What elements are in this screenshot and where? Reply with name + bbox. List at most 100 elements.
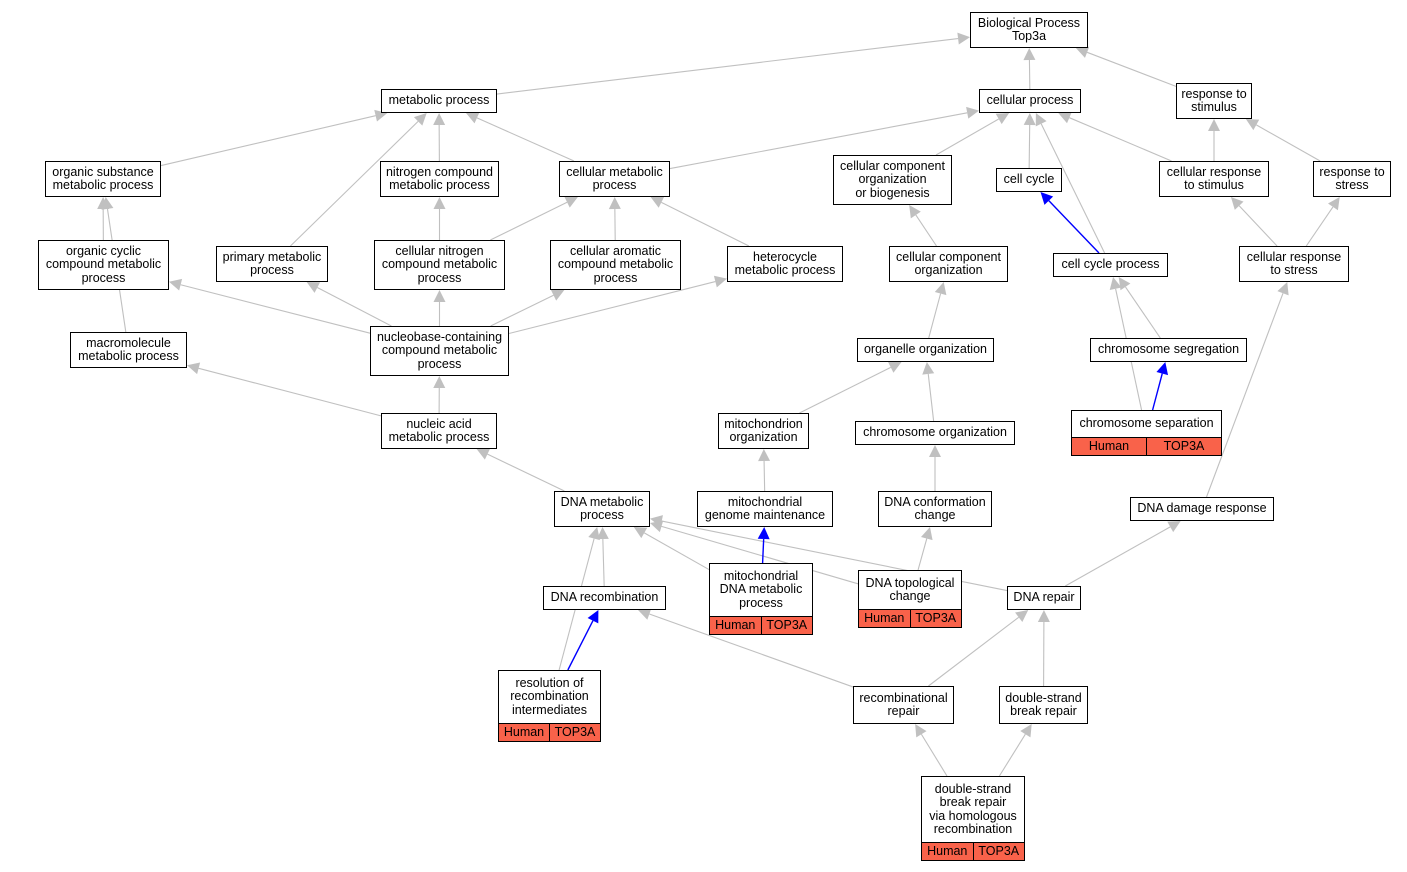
node-ddr[interactable]: DNA damage response [1130,497,1274,521]
edge-line [160,115,376,167]
edge-line [180,284,371,334]
edge-arrowhead [633,527,648,539]
edge-line [1040,123,1106,254]
edge-nbcmp-to-pmp [306,282,392,327]
edge-arrowhead [564,196,578,208]
node-cp[interactable]: cellular process [979,89,1081,113]
edge-line [1069,117,1172,162]
node-label-line: cellular component [896,249,1001,264]
edge-line [669,112,968,170]
node-label-line: DNA conformation [884,494,986,509]
edge-arrowhead [433,290,446,302]
edge-line [661,525,859,585]
node-label-line: break repair [1010,704,1077,718]
annotation-species: Human [710,617,761,634]
node-label-line: recombination [510,689,589,704]
edge-arrowhead [169,278,183,291]
node-co[interactable]: chromosome organization [855,421,1015,445]
node-cc[interactable]: cell cycle [996,168,1062,192]
edge-dsbrhr-to-dsbr [998,724,1032,777]
edge-line [915,214,937,247]
annotation-species: Human [859,610,910,627]
edge-line [198,367,382,417]
edge-line [1028,124,1031,169]
node-drep[interactable]: DNA repair [1007,586,1081,610]
annotation-gene: TOP3A [1146,438,1221,455]
edge-line [1065,526,1171,587]
node-label: DNA recombination [544,587,665,609]
edge-drec-to-dmp [596,527,609,587]
edge-line [476,117,575,162]
edge-nbcmp-to-cncmp [433,290,446,326]
edge-arrowhead [306,282,321,293]
annotation-gene: TOP3A [909,610,961,627]
edge-arrowhead [101,197,114,210]
edge-line [1205,293,1284,498]
node-label-line: stimulus [1191,100,1237,114]
edge-line [643,532,710,571]
edge-line [602,538,605,587]
node-label-line: cellular metabolic [566,164,663,179]
edge-oo-to-cco [928,282,947,339]
edge-crst-to-crs [1230,197,1278,247]
node-drec[interactable]: DNA recombination [543,586,666,610]
edge-ccob-to-cp [935,113,1010,156]
node-label: cell cycle [997,169,1061,191]
edge-rr-to-drec [638,608,854,688]
edge-arrowhead [934,282,947,296]
edge-arrowhead [1015,610,1029,623]
edge-line [290,120,419,247]
node-label-line: process [81,270,126,285]
edge-arrowhead [1037,610,1050,623]
node-label-line: genome maintenance [704,508,826,522]
node-oo[interactable]: organelle organization [857,338,994,362]
edge-arrowhead [466,112,480,124]
node-ccp[interactable]: cell cycle process [1053,253,1168,277]
edge-arrowhead [1327,197,1340,211]
node-label-line: DNA recombination [550,590,659,605]
edge-mdmp-to-dmp [633,527,710,571]
node-mp[interactable]: metabolic process [381,89,497,113]
node-label-line: organization [858,172,927,187]
edge-arrowhead [757,527,770,540]
edge-line [761,538,765,564]
node-label-line: chromosome organization [863,425,1007,440]
edge-arrowhead [1075,46,1090,58]
node-label-line: resolution of [515,675,584,690]
edge-line [917,538,928,571]
node-label: chromosome segregation [1091,339,1246,361]
node-cs[interactable]: chromosome segregation [1090,338,1247,362]
